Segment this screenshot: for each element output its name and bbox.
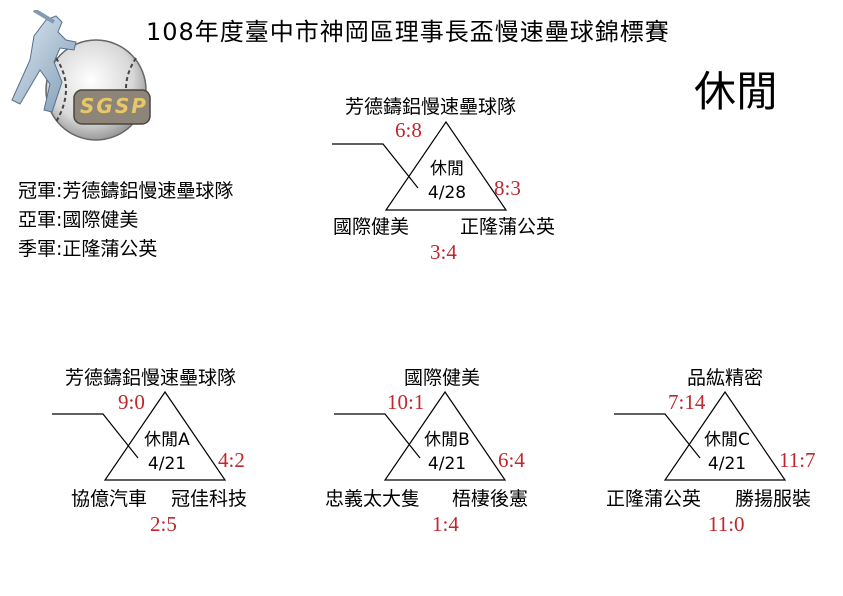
- batter-icon: [11, 15, 77, 113]
- final-entry-line: [332, 143, 419, 189]
- group-b-entry-line: [334, 413, 421, 459]
- final-left-team: 國際健美: [333, 216, 410, 238]
- final-score-right: 8:3: [494, 176, 521, 200]
- group-a-score-right: 4:2: [218, 448, 245, 472]
- sgsp-logo: [11, 10, 151, 141]
- group-a-triangle: [103, 390, 227, 481]
- page-title: 108年度臺中市神岡區理事長盃慢速壘球錦標賽: [146, 18, 670, 46]
- group-c-top-team: 品紘精密: [687, 367, 764, 389]
- group-a-score-bottom: 2:5: [150, 512, 177, 536]
- group-a-left-team: 協億汽車: [71, 488, 148, 510]
- runner-up-text: 亞軍:國際健美: [18, 209, 139, 231]
- group-b-top-team: 國際健美: [404, 367, 481, 389]
- group-c-score-top-left: 7:14: [668, 390, 706, 414]
- stage-label: 休閒: [694, 67, 779, 116]
- group-c-date: 4/21: [707, 454, 747, 474]
- group-a-score-top-left: 9:0: [118, 390, 145, 414]
- third-place-text: 季軍:正隆蒲公英: [18, 238, 158, 260]
- group-b-left-team: 忠義太大隻: [325, 488, 421, 510]
- final-triangle: [384, 120, 508, 211]
- group-b-label: 休閒B: [424, 430, 470, 450]
- final-score-bottom: 3:4: [430, 240, 457, 264]
- group-b-right-team: 梧棲後憲: [452, 488, 529, 510]
- group-b-date: 4/21: [427, 454, 467, 474]
- final-right-team: 正隆蒲公英: [460, 216, 556, 238]
- group-b-score-right: 6:4: [498, 448, 525, 472]
- group-c-label: 休閒C: [704, 430, 750, 450]
- final-date: 4/28: [427, 183, 467, 203]
- final-inner-label: 休閒 4/28: [410, 157, 484, 205]
- group-a-right-team: 冠佳科技: [171, 488, 248, 510]
- group-c-score-bottom: 11:0: [708, 512, 745, 536]
- logo-text: SGSP: [80, 94, 148, 118]
- group-b-inner-label: 休閒B 4/21: [410, 428, 484, 476]
- final-score-top-left: 6:8: [395, 118, 422, 142]
- group-c-score-right: 11:7: [779, 448, 816, 472]
- group-c-right-team: 勝揚服裝: [735, 488, 812, 510]
- group-c-inner-label: 休閒C 4/21: [690, 428, 764, 476]
- group-a-top-team: 芳德鑄鋁慢速壘球隊: [65, 367, 237, 389]
- final-label: 休閒: [430, 159, 464, 179]
- group-a-label: 休閒A: [144, 430, 190, 450]
- group-a-inner-label: 休閒A 4/21: [130, 428, 204, 476]
- group-a-entry-line: [52, 413, 139, 459]
- group-c-entry-line: [614, 413, 701, 459]
- group-b-triangle: [383, 390, 507, 481]
- group-c-left-team: 正隆蒲公英: [606, 488, 702, 510]
- group-c-triangle: [663, 390, 787, 481]
- group-b-score-bottom: 1:4: [432, 512, 459, 536]
- final-top-team: 芳德鑄鋁慢速壘球隊: [345, 96, 517, 118]
- group-a-date: 4/21: [147, 454, 187, 474]
- champion-text: 冠軍:芳德鑄鋁慢速壘球隊: [18, 180, 234, 202]
- group-b-score-top-left: 10:1: [387, 390, 425, 414]
